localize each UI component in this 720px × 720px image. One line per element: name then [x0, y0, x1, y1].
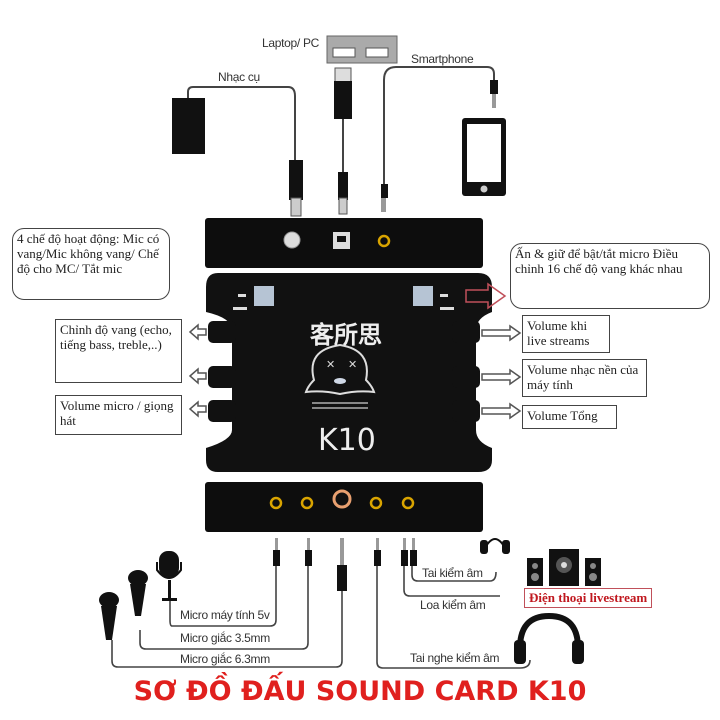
speaker-icon: [527, 549, 601, 586]
usb-plug: [334, 81, 352, 119]
instrument-cable: [187, 86, 296, 160]
bass-treble-knob[interactable]: [208, 366, 236, 388]
mic-volume-note: Volume micro / giọng hát: [55, 395, 182, 435]
laptop-pc-label: Laptop/ PC: [262, 36, 320, 50]
mic-63-label: Micro giắc 6.3mm: [180, 652, 270, 666]
live-volume-note: Volume khi live streams: [522, 315, 610, 353]
mic-toggle-note: Ấn & giữ để bật/tắt micro Điều chỉnh 16 …: [510, 243, 710, 309]
live-volume-knob[interactable]: [452, 321, 480, 343]
mic-toggle-button[interactable]: [413, 286, 433, 306]
instrument-icon: [172, 98, 205, 154]
instrument-plug: [289, 160, 303, 200]
bg-music-note: Volume nhạc nền của máy tính: [522, 359, 647, 397]
device-brand: 客所思: [310, 321, 382, 349]
headphone-icon: [514, 612, 584, 664]
master-note: Volume Tổng: [522, 405, 617, 429]
speaker-label: Loa kiểm âm: [420, 598, 486, 612]
smartphone-cable: [383, 66, 495, 210]
svg-text:✕: ✕: [326, 358, 335, 371]
instrument-label: Nhạc cụ: [218, 70, 260, 84]
mic-35-label: Micro giắc 3.5mm: [180, 631, 270, 645]
mic-pc-label: Micro máy tính 5v: [180, 608, 270, 622]
device-face: [206, 273, 492, 472]
microphones: [99, 551, 182, 640]
smartphone-label: Smartphone: [411, 52, 474, 66]
mic-volume-knob[interactable]: [208, 400, 236, 422]
arrow-left-icon: [188, 400, 207, 418]
arrow-right-icon: [481, 324, 522, 342]
arrow-right-icon: [481, 368, 522, 386]
modes-note: 4 chế độ hoạt động: Mic có vang/Mic khôn…: [12, 228, 170, 300]
arrow-left-icon: [188, 367, 207, 385]
earbud-label: Tai kiểm âm: [422, 566, 483, 580]
echo-note: Chỉnh độ vang (echo, tiếng bass, treble,…: [55, 319, 182, 383]
mascot-logo: [304, 343, 376, 396]
phone-live-label: Điện thoại livestream: [524, 588, 653, 608]
echo-knob[interactable]: [208, 321, 236, 343]
svg-text:✕: ✕: [348, 358, 357, 371]
arrow-left-icon: [188, 323, 207, 341]
master-volume-knob[interactable]: [452, 400, 480, 422]
device-model: K10: [318, 423, 376, 458]
diagram-title: SƠ ĐỒ ĐẤU SOUND CARD K10: [133, 676, 587, 707]
red-arrow-icon: [465, 282, 507, 310]
bg-music-knob[interactable]: [452, 366, 480, 388]
headphone-label: Tai nghe kiểm âm: [410, 651, 500, 665]
mode-button[interactable]: [254, 286, 274, 306]
arrow-right-icon: [481, 402, 522, 420]
